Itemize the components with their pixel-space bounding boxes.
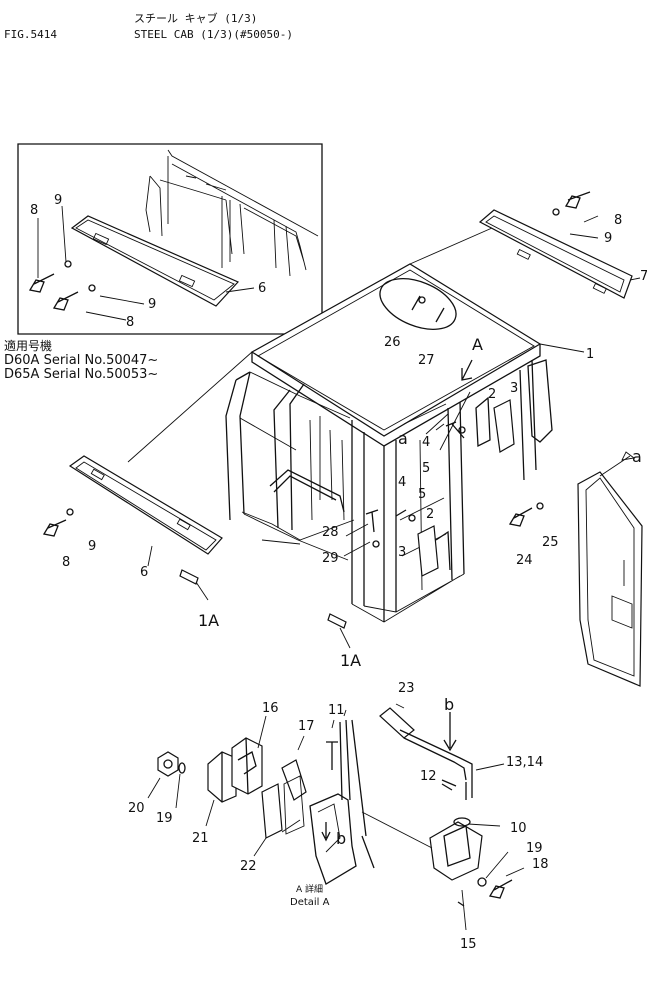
detail-label-jp: A 詳細 — [296, 883, 323, 895]
detail-callout-18: 18 — [532, 857, 549, 872]
callout-2-lower: 2 — [426, 507, 434, 522]
callout-8-top: 8 — [614, 213, 622, 228]
inset-bar — [70, 215, 240, 307]
callout-9-left: 9 — [88, 539, 96, 554]
inset-callout-8a: 8 — [30, 203, 38, 218]
detail-callout-b-inner: b — [336, 829, 346, 848]
detail-callout-20: 20 — [128, 801, 145, 816]
callout-a-upper: a — [398, 429, 408, 448]
callout-25: 25 — [542, 535, 559, 550]
callout-5-upper: 5 — [422, 461, 430, 476]
callout-7: 7 — [640, 269, 647, 284]
applicability-line-1: D60A Serial No.50047~ — [4, 353, 158, 368]
detail-callout-b-top: b — [444, 695, 454, 714]
callout-28: 28 — [322, 525, 339, 540]
detail-callout-19-left: 19 — [156, 811, 173, 826]
callout-5-lower: 5 — [418, 487, 426, 502]
callout-4-lower: 4 — [398, 475, 406, 490]
detail-callout-11: 11 — [328, 703, 345, 718]
detail-callout-23: 23 — [398, 681, 415, 696]
title-japanese: スチール キャブ (1/3) — [134, 11, 257, 25]
callout-A: A — [472, 335, 483, 354]
callout-27: 27 — [418, 353, 435, 368]
callout-1A-right: 1A — [340, 651, 361, 670]
inset-view: 8 9 9 8 6 — [17, 143, 323, 335]
steel-cab-assembly — [42, 191, 643, 687]
applicability-line-2: D65A Serial No.50053~ — [4, 367, 158, 382]
inset-callout-9b: 9 — [148, 297, 156, 312]
callout-4-upper: 4 — [422, 435, 430, 450]
cab-door — [577, 471, 643, 687]
applicability-heading: 適用号機 — [4, 338, 52, 353]
detail-label-en: Detail A — [290, 897, 330, 908]
detail-callout-12: 12 — [420, 769, 437, 784]
callout-3-lower: 3 — [398, 545, 406, 560]
callout-6-main: 6 — [140, 565, 148, 580]
callout-24: 24 — [516, 553, 533, 568]
inset-callout-9a: 9 — [54, 193, 62, 208]
callout-3-upper: 3 — [510, 381, 518, 396]
callout-1: 1 — [586, 347, 594, 362]
detail-a-view — [147, 703, 525, 931]
detail-callout-13-14: 13,14 — [506, 755, 543, 770]
detail-callout-16: 16 — [262, 701, 279, 716]
detail-callout-17: 17 — [298, 719, 315, 734]
inset-callout-8b: 8 — [126, 315, 134, 330]
callout-8-left: 8 — [62, 555, 70, 570]
detail-callout-15: 15 — [460, 937, 477, 952]
detail-callout-19-right: 19 — [526, 841, 543, 856]
callout-a-door: a — [632, 447, 642, 466]
title-english: STEEL CAB (1/3)(#50050-) — [134, 28, 293, 41]
figure-label: FIG.5414 — [4, 28, 57, 41]
callout-1A-left: 1A — [198, 611, 219, 630]
callout-26: 26 — [384, 335, 401, 350]
callout-29: 29 — [322, 551, 339, 566]
callout-9-top: 9 — [604, 231, 612, 246]
callout-2-upper: 2 — [488, 387, 496, 402]
detail-callout-21: 21 — [192, 831, 209, 846]
detail-callout-22: 22 — [240, 859, 257, 874]
detail-callout-10: 10 — [510, 821, 527, 836]
inset-callout-6: 6 — [258, 281, 266, 296]
